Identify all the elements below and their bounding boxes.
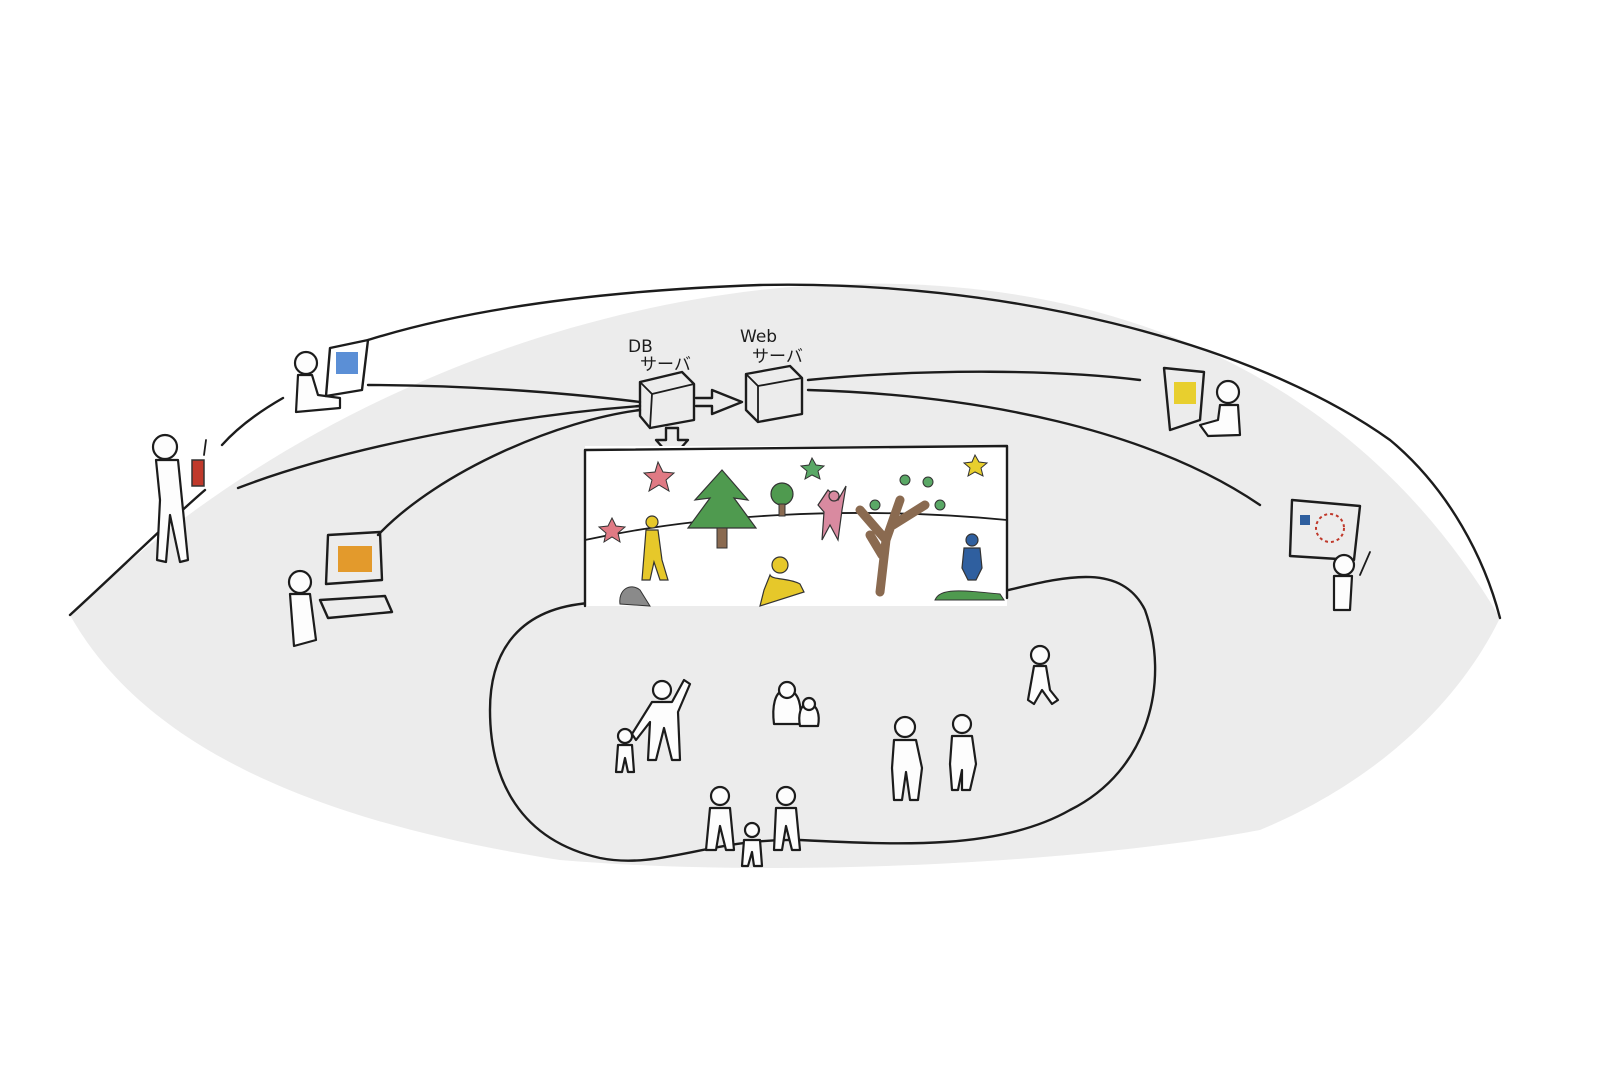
family-figures-icon [704,785,802,868]
seated-pair-icon [772,680,820,728]
arrow-db-to-web [694,388,744,416]
standing-figure-icon-2 [890,715,924,802]
dome-outline-3 [366,283,1502,620]
web-label-line1: Web [740,327,777,347]
yellow-figure-icon [641,515,805,607]
star-pink-icon-2 [597,516,627,544]
db-label-line1: DB [628,337,653,357]
person-with-laptop-icon-2 [1162,366,1242,438]
star-green-icon [799,456,826,481]
standing-figure-icon-3 [948,713,978,792]
star-pink-icon [642,460,676,493]
db-label-line2: サーバ [640,355,691,375]
blue-figure-icon [961,533,983,581]
bare-tree-icon [855,474,946,597]
link-phone-db [236,404,642,490]
dome-outline [68,488,207,617]
dome-outline-2 [220,396,285,447]
small-tree-icon [770,482,794,517]
child-figure-icon [614,727,636,774]
link-laptop1-db [366,383,642,404]
person-with-laptop-icon [293,338,370,414]
person-with-tablet-icon [1288,498,1371,612]
person-at-computer-icon [287,530,394,648]
audience-figures [614,644,1060,868]
db-server-icon [638,370,696,430]
link-web-tablet [806,388,1262,507]
web-server-icon [744,364,804,424]
star-yellow-icon [962,453,989,478]
standing-figure-icon [1026,644,1060,706]
adult-waving-figure-icon [630,678,692,762]
link-web-laptop2 [806,370,1142,382]
gray-figure-icon [619,586,651,607]
web-label-line2: サーバ [752,347,803,367]
link-pc-db [376,408,642,537]
pine-tree-icon [686,469,758,549]
pink-figure-icon [817,485,847,542]
green-lying-figure-icon [934,590,1005,601]
person-with-phone-icon [151,433,207,564]
display-screen [583,444,1009,608]
